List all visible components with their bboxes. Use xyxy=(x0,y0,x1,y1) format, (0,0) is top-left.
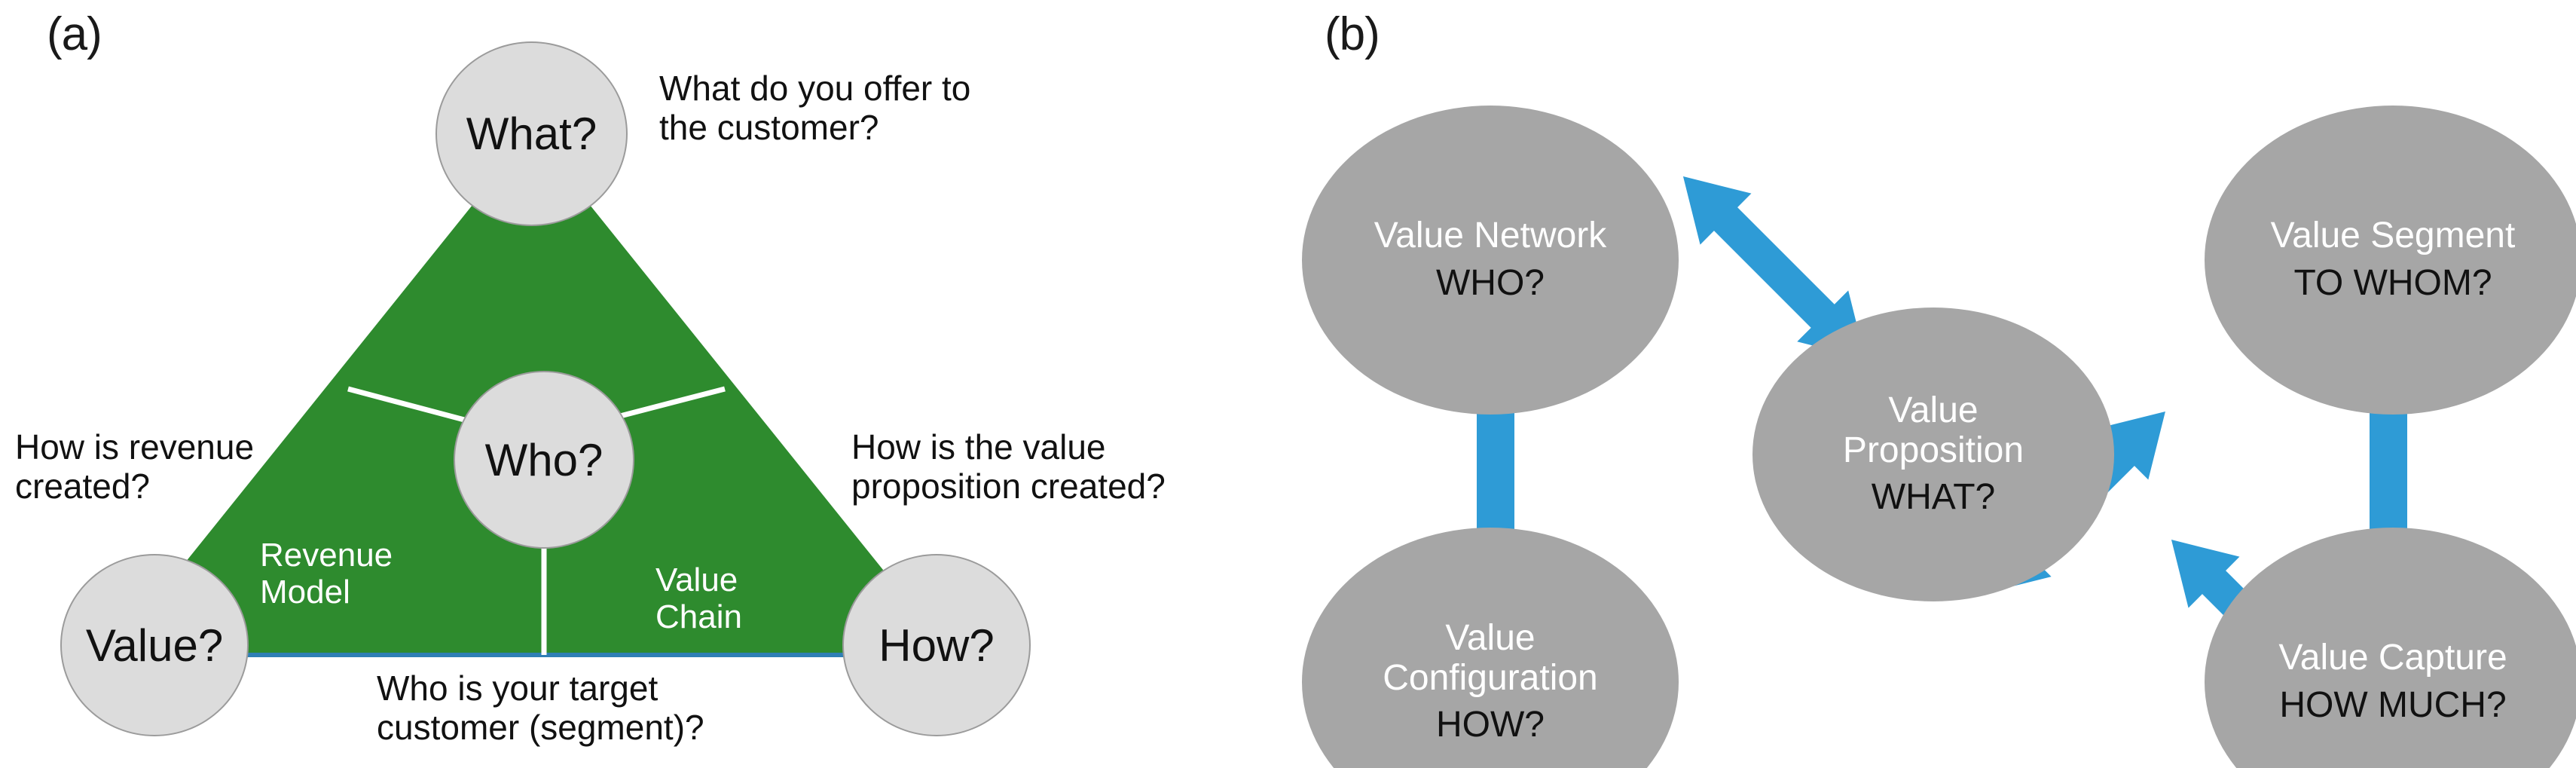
node-value-configuration-title: Value Configuration xyxy=(1383,617,1598,698)
node-value-segment-question: TO WHOM? xyxy=(2293,263,2492,303)
vertex-circle-who[interactable]: Who? xyxy=(454,371,634,549)
segment-label-value-chain: Value Chain xyxy=(655,561,742,636)
node-value-proposition-question: WHAT? xyxy=(1871,477,1996,518)
panel-a-label: (a) xyxy=(47,8,102,60)
node-value-segment-title: Value Segment xyxy=(2270,216,2516,256)
vertex-circle-what[interactable]: What? xyxy=(435,41,628,226)
vertex-circle-value[interactable]: Value? xyxy=(60,554,249,736)
vertex-circle-how[interactable]: How? xyxy=(842,554,1031,736)
note-how-is-value-proposition-created: How is the value proposition created? xyxy=(851,427,1166,506)
node-value-network-question: WHO? xyxy=(1436,263,1545,303)
node-value-configuration[interactable]: Value Configuration HOW? xyxy=(1302,528,1679,768)
node-value-capture-question: HOW MUCH? xyxy=(2279,685,2507,725)
node-value-proposition[interactable]: Value Proposition WHAT? xyxy=(1752,308,2114,601)
vertex-label-who: Who? xyxy=(484,434,604,485)
note-how-is-revenue-created: How is revenue created? xyxy=(15,427,255,506)
node-value-network-title: Value Network xyxy=(1374,216,1607,256)
panel-b-label: (b) xyxy=(1325,8,1380,60)
node-value-configuration-question: HOW? xyxy=(1436,705,1545,745)
note-who-is-your-target-customer: Who is your target customer (segment)? xyxy=(377,669,704,747)
vertex-label-what: What? xyxy=(466,109,597,159)
node-value-network[interactable]: Value Network WHO? xyxy=(1302,106,1679,415)
vertex-label-value: Value? xyxy=(85,620,224,671)
node-value-segment[interactable]: Value Segment TO WHOM? xyxy=(2205,106,2576,415)
segment-label-revenue-model: Revenue Model xyxy=(260,537,393,611)
note-what-do-you-offer: What do you offer to the customer? xyxy=(659,69,971,147)
node-value-proposition-title: Value Proposition xyxy=(1842,390,2024,470)
node-value-capture-title: Value Capture xyxy=(2278,638,2507,678)
node-value-capture[interactable]: Value Capture HOW MUCH? xyxy=(2205,528,2576,768)
vertex-label-how: How? xyxy=(879,620,995,671)
